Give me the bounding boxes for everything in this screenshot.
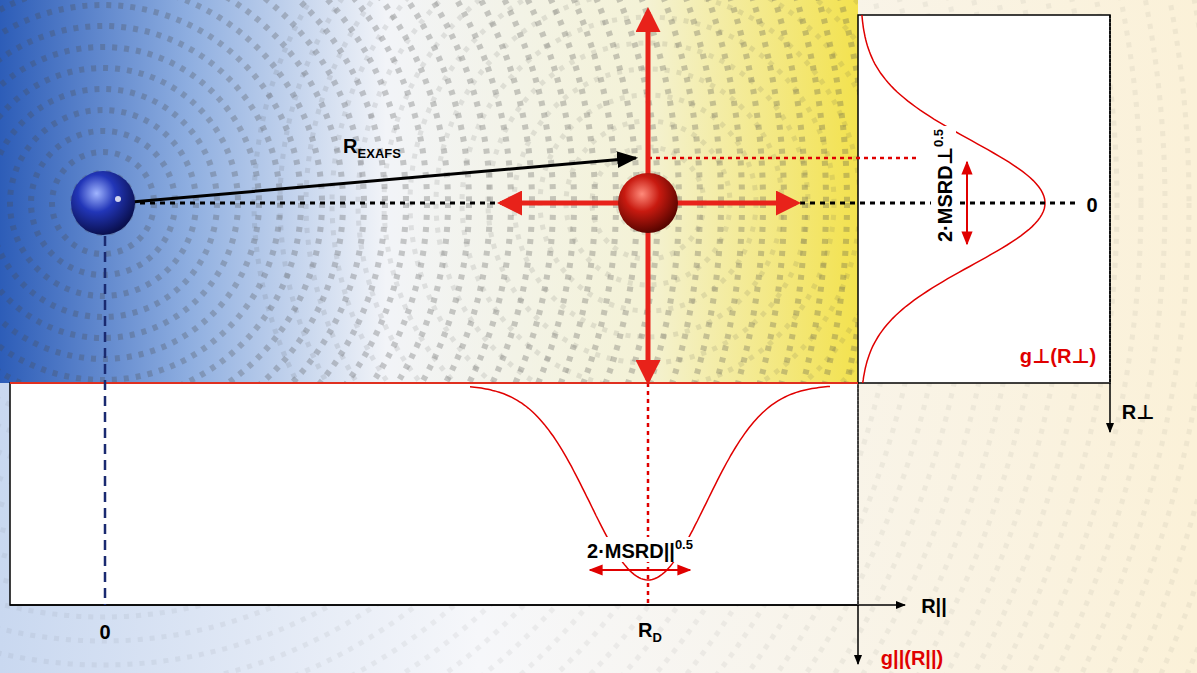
wave-ripple: [0, 0, 574, 383]
wave-ripple: [0, 0, 858, 383]
wave-ripple: [436, 0, 858, 383]
wave-ripple: [280, 0, 858, 383]
wave-ripple: [0, 0, 595, 383]
wave-ripple: [0, 0, 427, 383]
wave-ripple: [0, 0, 406, 383]
wave-ripple: [0, 5, 301, 383]
label-text: 0: [1086, 194, 1097, 216]
label-text: R⊥: [1122, 401, 1155, 423]
wave-ripple: [10, 110, 196, 296]
wave-ripple: [0, 0, 973, 673]
script-text: D: [653, 630, 662, 645]
wave-ripple: [0, 0, 553, 383]
wave-ripple: [0, 0, 858, 383]
wave-ripple: [0, 0, 763, 383]
wave-ripple: [0, 0, 721, 383]
axis-label: REXAFS: [343, 136, 401, 160]
label-text: R: [343, 135, 357, 157]
wave-ripple: [0, 0, 322, 383]
axis-label: R||: [921, 596, 947, 616]
axis-label: RD: [638, 620, 662, 644]
axis-label: R⊥: [1122, 402, 1155, 422]
wave-ripple: [0, 0, 949, 673]
wave-ripple: [254, 0, 858, 383]
wave-ripple: [0, 0, 469, 383]
wave-ripple: [0, 0, 826, 383]
label-text: g||(R||): [881, 647, 943, 669]
wave-ripple: [384, 0, 858, 383]
wave-ripple: [618, 173, 678, 233]
script-text: 0.5: [675, 537, 693, 552]
wave-ripple: [0, 0, 858, 383]
axis-label: g||(R||): [881, 648, 943, 668]
wave-ripple: [0, 0, 784, 383]
axis-label: g⊥(R⊥): [1020, 346, 1097, 366]
label-text: 2·MSRD||: [587, 540, 675, 562]
wave-ripple: [332, 0, 858, 383]
label-text: R||: [921, 595, 947, 617]
label-text: g⊥(R⊥): [1020, 345, 1097, 367]
wave-ripple: [0, 0, 858, 383]
label-text: 0: [99, 621, 110, 643]
script-text: EXAFS: [358, 146, 401, 161]
wave-ripple: [0, 0, 1141, 673]
wave-ripple: [0, 0, 343, 383]
label-text: R: [638, 619, 652, 641]
axis-label: 0: [99, 622, 110, 642]
wave-ripple: [0, 0, 616, 383]
axis-label: 2·MSRD⊥0.5: [932, 125, 957, 244]
wave-ripple: [0, 0, 858, 383]
wave-ripple: [410, 0, 858, 383]
wave-ripple: [0, 0, 858, 383]
wave-ripple: [0, 0, 805, 383]
wave-ripple: [52, 152, 154, 254]
wave-ripple: [0, 0, 877, 673]
wave-ripple: [0, 0, 925, 673]
wave-ripple: [0, 0, 364, 383]
wave-ripple: [0, 0, 1165, 673]
axis-label: 2·MSRD||0.5: [584, 537, 696, 562]
wave-ripple: [0, 0, 1117, 673]
wave-ripple: [0, 0, 997, 673]
wave-ripple: [0, 0, 847, 383]
wave-ripple: [306, 0, 858, 383]
wave-ripple: [0, 0, 858, 383]
wave-ripple: [0, 0, 742, 383]
wave-ripple: [358, 0, 858, 383]
wave-ripple: [0, 0, 901, 673]
label-text: 2·MSRD⊥: [935, 147, 957, 242]
wave-ripple: [0, 0, 448, 383]
axis-label: 0: [1086, 195, 1097, 215]
script-text: 0.5: [932, 128, 947, 146]
